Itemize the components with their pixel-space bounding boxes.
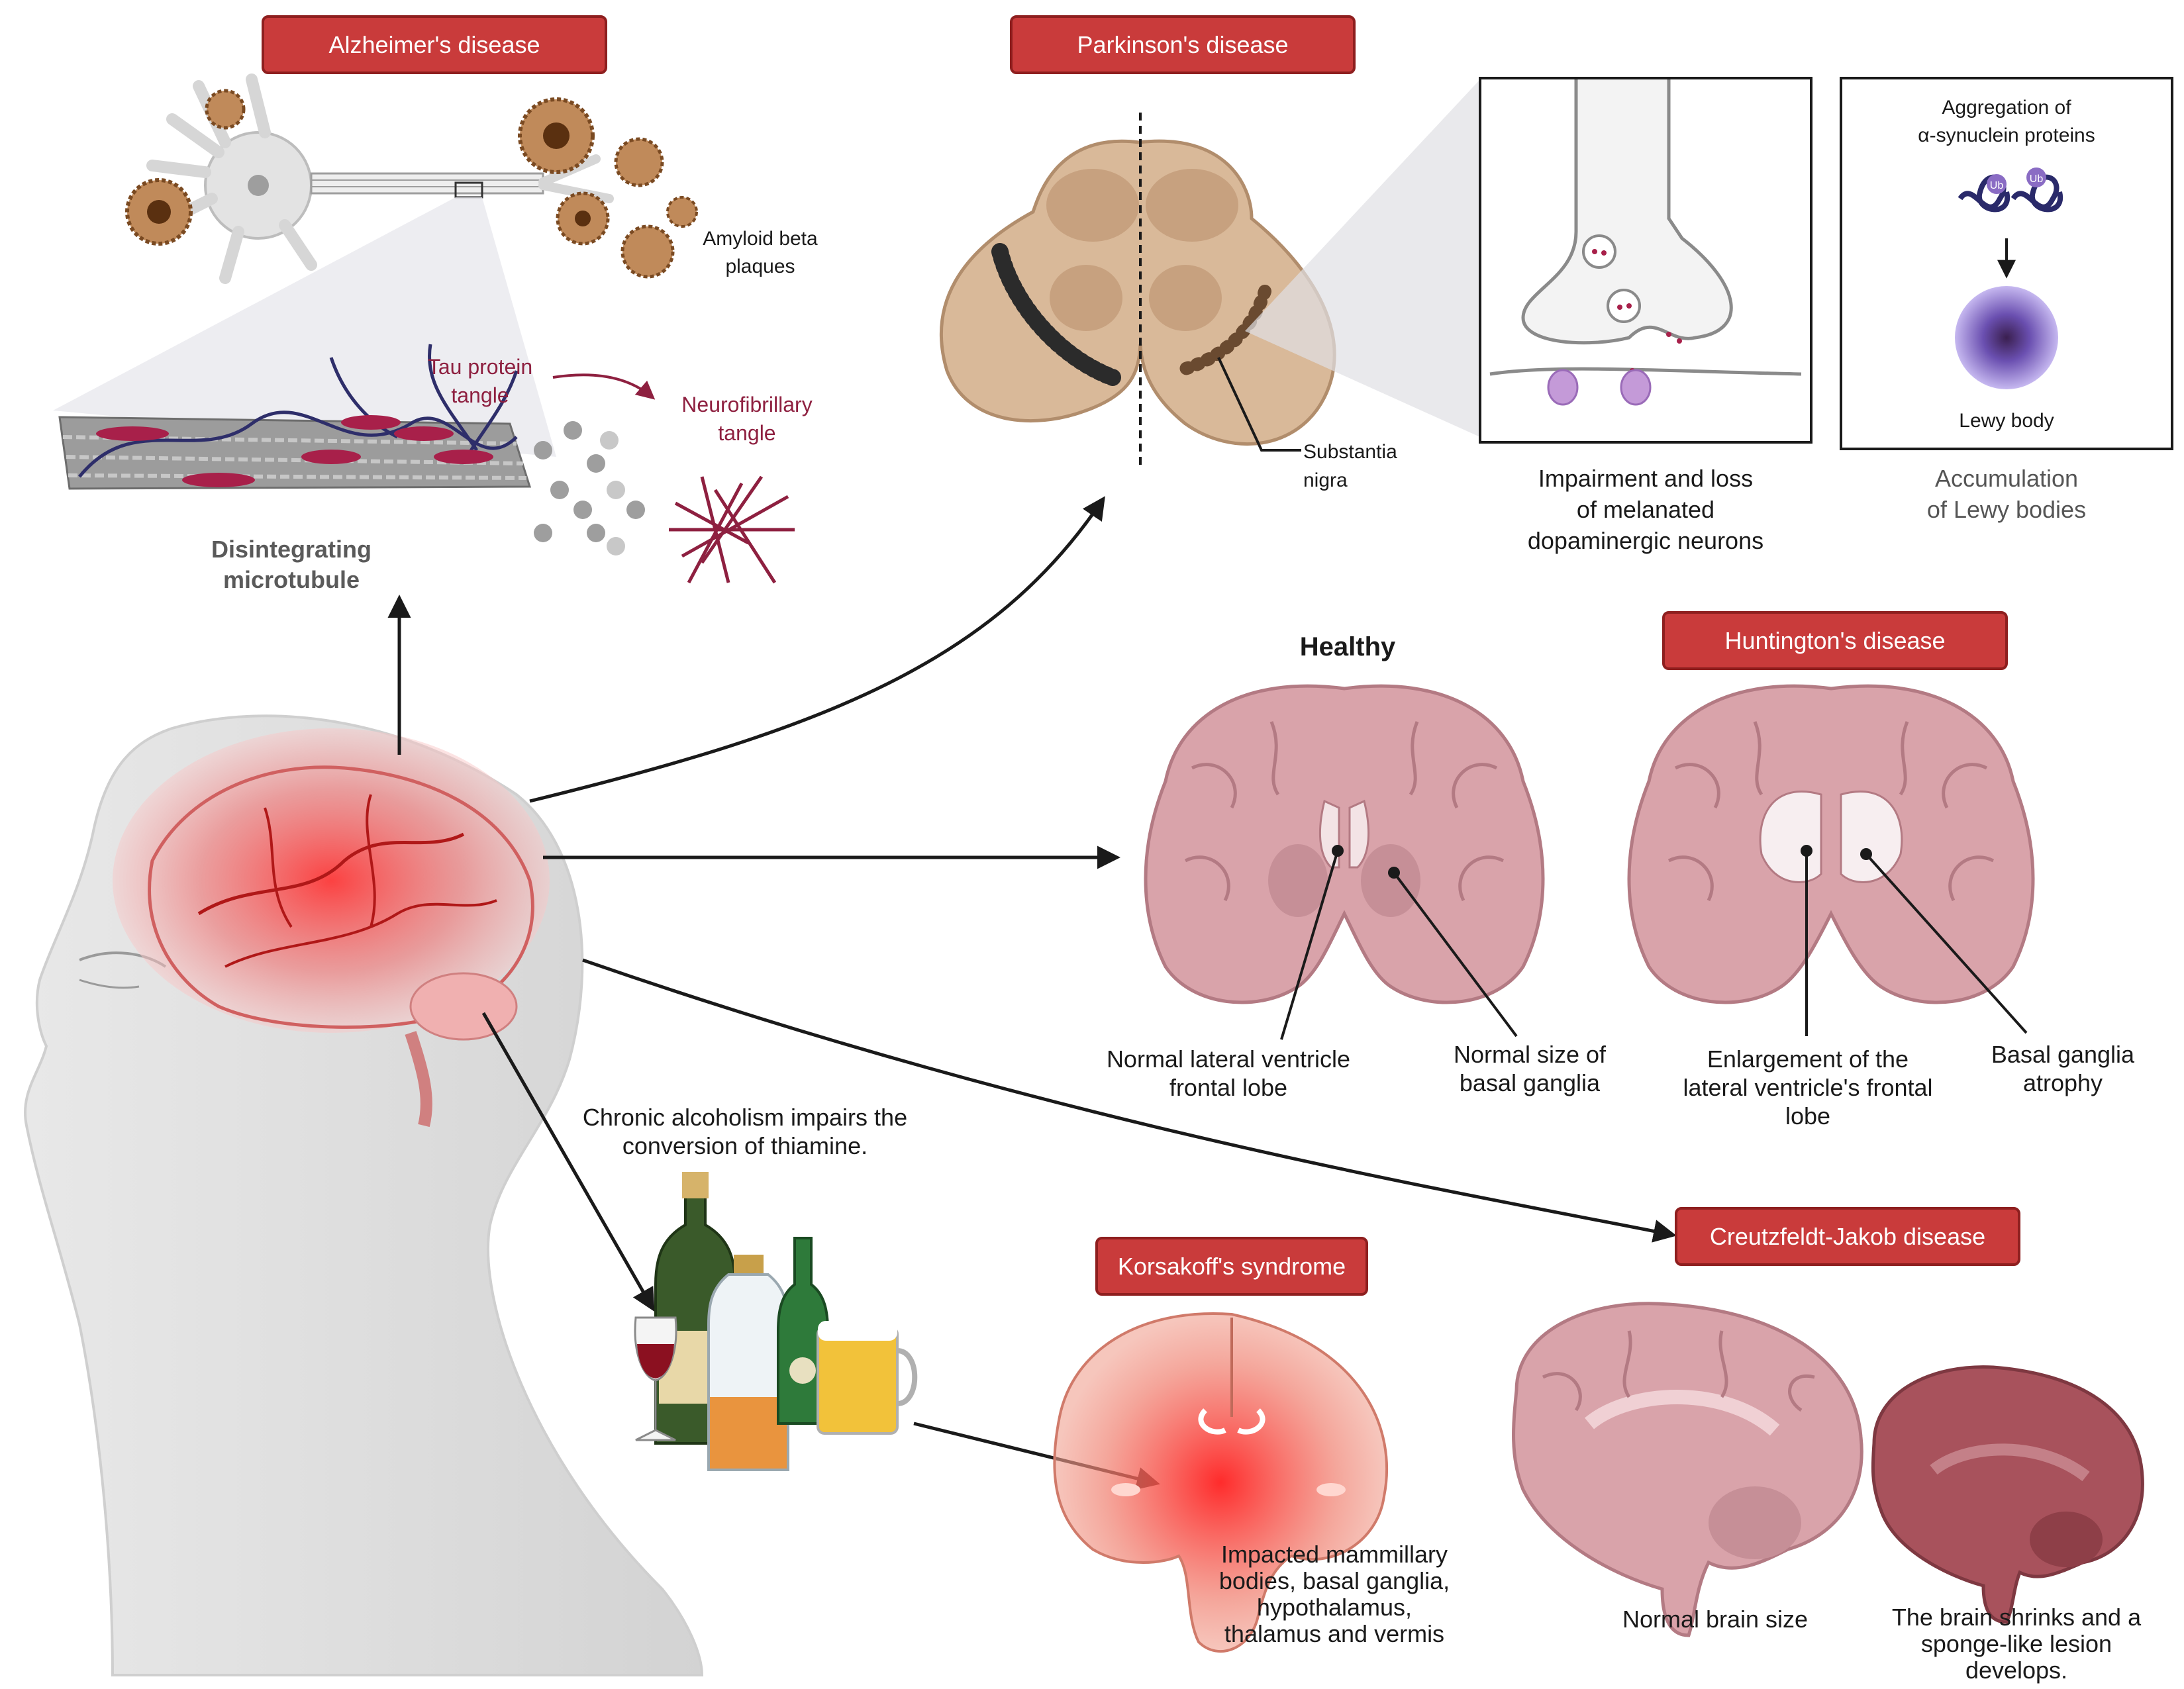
midbrain-section	[940, 139, 1336, 446]
impacted-label-line1: Impacted mammillary	[1221, 1541, 1448, 1568]
amyloid-plaques	[125, 89, 698, 279]
lewy-box: Aggregation of α-synuclein proteins Ub U…	[1840, 77, 2173, 450]
microtubule-label-line1: Disintegrating	[211, 536, 372, 563]
huntingtons-title: Huntington's disease	[1662, 611, 2008, 670]
zoom-cone	[53, 197, 556, 457]
nft-label-line2: tangle	[718, 421, 775, 445]
ubiquitin-tag-1	[1987, 174, 2007, 194]
svg-text:Parkinson's disease: Parkinson's disease	[1077, 31, 1288, 58]
enlargement-label-line2: lateral ventricle's frontal	[1683, 1074, 1932, 1101]
impacted-label-line3: hypothalamus,	[1257, 1594, 1412, 1621]
shrinks-label-line3: develops.	[1965, 1657, 2067, 1684]
healthy-label: Healthy	[1300, 632, 1396, 661]
alcohol-bottles	[634, 1172, 918, 1471]
amyloid-label-line1: Amyloid beta	[703, 228, 818, 250]
svg-text:Korsakoff's syndrome: Korsakoff's syndrome	[1118, 1253, 1346, 1280]
normal-bg-pointer	[1393, 871, 1518, 1038]
shrinks-label-line1: The brain shrinks and a	[1892, 1604, 2142, 1631]
impairment-label-line1: Impairment and loss	[1538, 465, 1753, 492]
parkinsons-panel: Parkinson's disease Substantia nigra	[940, 15, 2173, 554]
normal-bg-label-line2: basal ganglia	[1460, 1069, 1601, 1096]
accumulation-label-line2: of Lewy bodies	[1927, 496, 2086, 523]
cjd-panel: Creutzfeldt-Jakob disease Normal brain s…	[1512, 1207, 2144, 1684]
microtubule-label-line2: microtubule	[223, 566, 360, 593]
amyloid-label-line2: plaques	[725, 256, 795, 277]
arrow-to-cjd	[582, 958, 1677, 1243]
normal-ventricle-label-line2: frontal lobe	[1169, 1074, 1287, 1101]
synapse-zoom-cone	[1245, 79, 1480, 437]
alzheimers-title: Alzheimer's disease	[262, 15, 607, 74]
shrunken-brain-sagittal	[1871, 1365, 2144, 1624]
substantia-pointer	[1217, 357, 1301, 452]
normal-ventricle-label-line1: Normal lateral ventricle	[1107, 1045, 1350, 1073]
svg-text:Alzheimer's disease: Alzheimer's disease	[328, 31, 540, 58]
huntington-brain-coronal	[1627, 684, 2035, 1004]
alcohol-caption-line2: conversion of thiamine.	[622, 1132, 868, 1159]
lewy-body-icon	[1955, 286, 2058, 389]
ub-label-1: Ub	[1990, 180, 2004, 191]
enlargement-label-line3: lobe	[1785, 1102, 1830, 1130]
huntingtons-panel: Healthy Huntington's disease Normal late…	[1107, 611, 2135, 1130]
substantia-label-line2: nigra	[1303, 469, 1348, 491]
arrow-to-alcohol	[481, 1012, 655, 1312]
shrinks-label-line2: sponge-like lesion	[1921, 1630, 2112, 1657]
microtubule	[58, 344, 532, 490]
normal-bg-label-line1: Normal size of	[1454, 1041, 1607, 1068]
impairment-label-line3: dopaminergic neurons	[1528, 527, 1763, 554]
impacted-label-line4: thalamus and vermis	[1224, 1620, 1444, 1647]
svg-text:Creutzfeldt-Jakob disease: Creutzfeldt-Jakob disease	[1710, 1223, 1985, 1250]
parkinsons-title: Parkinson's disease	[1010, 15, 1356, 74]
alzheimers-panel: Alzheimer's disease Amyloid beta pl	[53, 15, 818, 593]
nft-label-line1: Neurofibrillary	[681, 393, 812, 416]
tubulin-dimers	[534, 421, 645, 555]
korsakoff-title: Korsakoff's syndrome	[1095, 1237, 1368, 1296]
ubiquitin-tag-2	[2026, 168, 2046, 187]
impacted-label-line2: bodies, basal ganglia,	[1219, 1567, 1450, 1594]
normal-brain-sagittal	[1512, 1302, 1863, 1637]
arrow-to-parkinsons	[529, 496, 1105, 803]
enlargement-label-line1: Enlargement of the	[1707, 1045, 1909, 1073]
tau-arrow	[552, 373, 656, 400]
cjd-title: Creutzfeldt-Jakob disease	[1675, 1207, 2020, 1266]
synapse-box	[1479, 77, 1812, 444]
atrophy-label-line1: Basal ganglia	[1991, 1041, 2135, 1068]
normal-size-label: Normal brain size	[1622, 1606, 1808, 1633]
alcohol-caption-line1: Chronic alcoholism impairs the	[583, 1104, 907, 1131]
accumulation-label-line1: Accumulation	[1935, 465, 2078, 492]
tau-label-line2: tangle	[451, 383, 509, 407]
healthy-brain-coronal	[1144, 684, 1545, 1004]
atrophy-label-line2: atrophy	[2023, 1069, 2103, 1096]
lewy-body-label: Lewy body	[1959, 410, 2054, 432]
ub-label-2: Ub	[2030, 173, 2044, 185]
aggregation-label-line1: Aggregation of	[1942, 97, 2071, 119]
impairment-label-line2: of melanated	[1577, 496, 1714, 523]
atrophy-pointer	[1865, 853, 2028, 1034]
aggregation-label-line2: α-synuclein proteins	[1918, 124, 2095, 146]
normal-ventricle-pointer	[1280, 850, 1339, 1040]
svg-text:Huntington's disease: Huntington's disease	[1724, 627, 1945, 654]
korsakoff-brain	[1053, 1312, 1389, 1653]
neurofibrillary-tangle	[669, 475, 795, 584]
tau-label-line1: Tau protein	[428, 355, 532, 379]
korsakoff-panel: Chronic alcoholism impairs the conversio…	[583, 1104, 1450, 1653]
substantia-label-line1: Substantia	[1303, 441, 1397, 463]
